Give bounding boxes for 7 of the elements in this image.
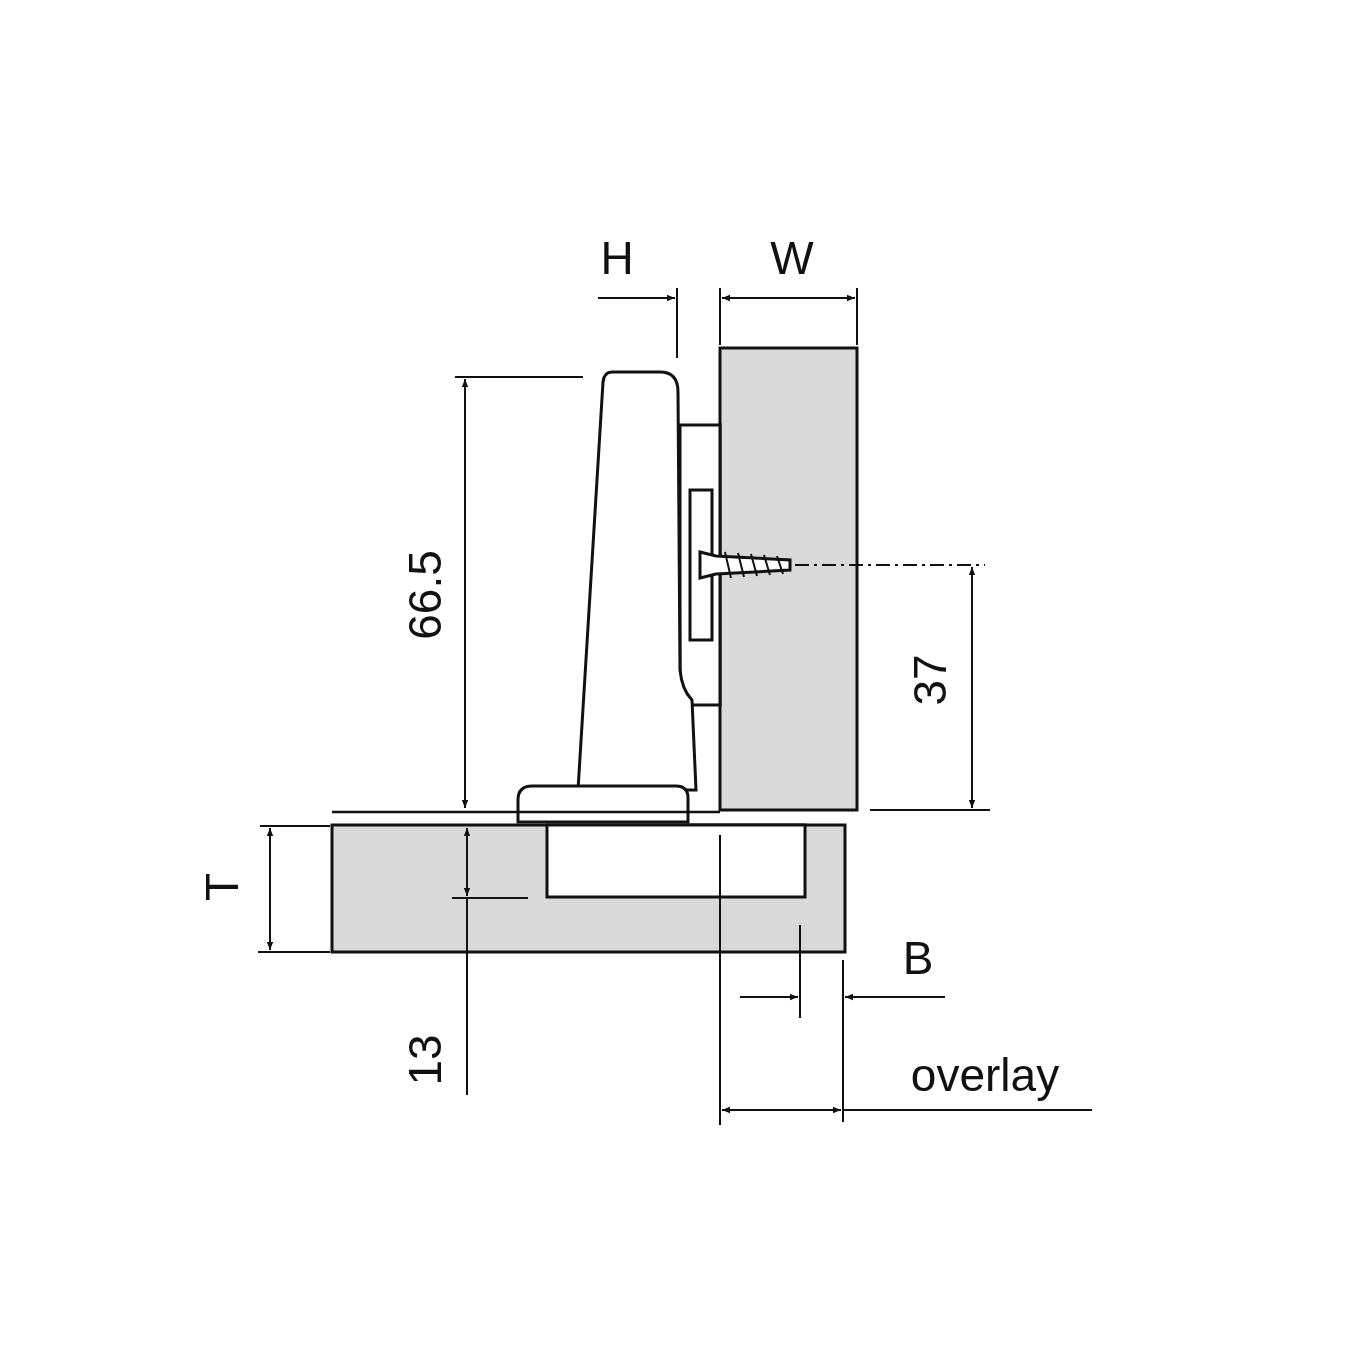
dimension-label: 66.5 xyxy=(402,550,448,640)
dimension-label: 13 xyxy=(402,1034,448,1086)
dimension-label: H xyxy=(600,235,634,281)
dimension-label: W xyxy=(770,235,814,281)
dimension-label: T xyxy=(199,872,245,902)
dimension-label: 37 xyxy=(907,654,953,706)
dimension-label: B xyxy=(902,935,934,981)
